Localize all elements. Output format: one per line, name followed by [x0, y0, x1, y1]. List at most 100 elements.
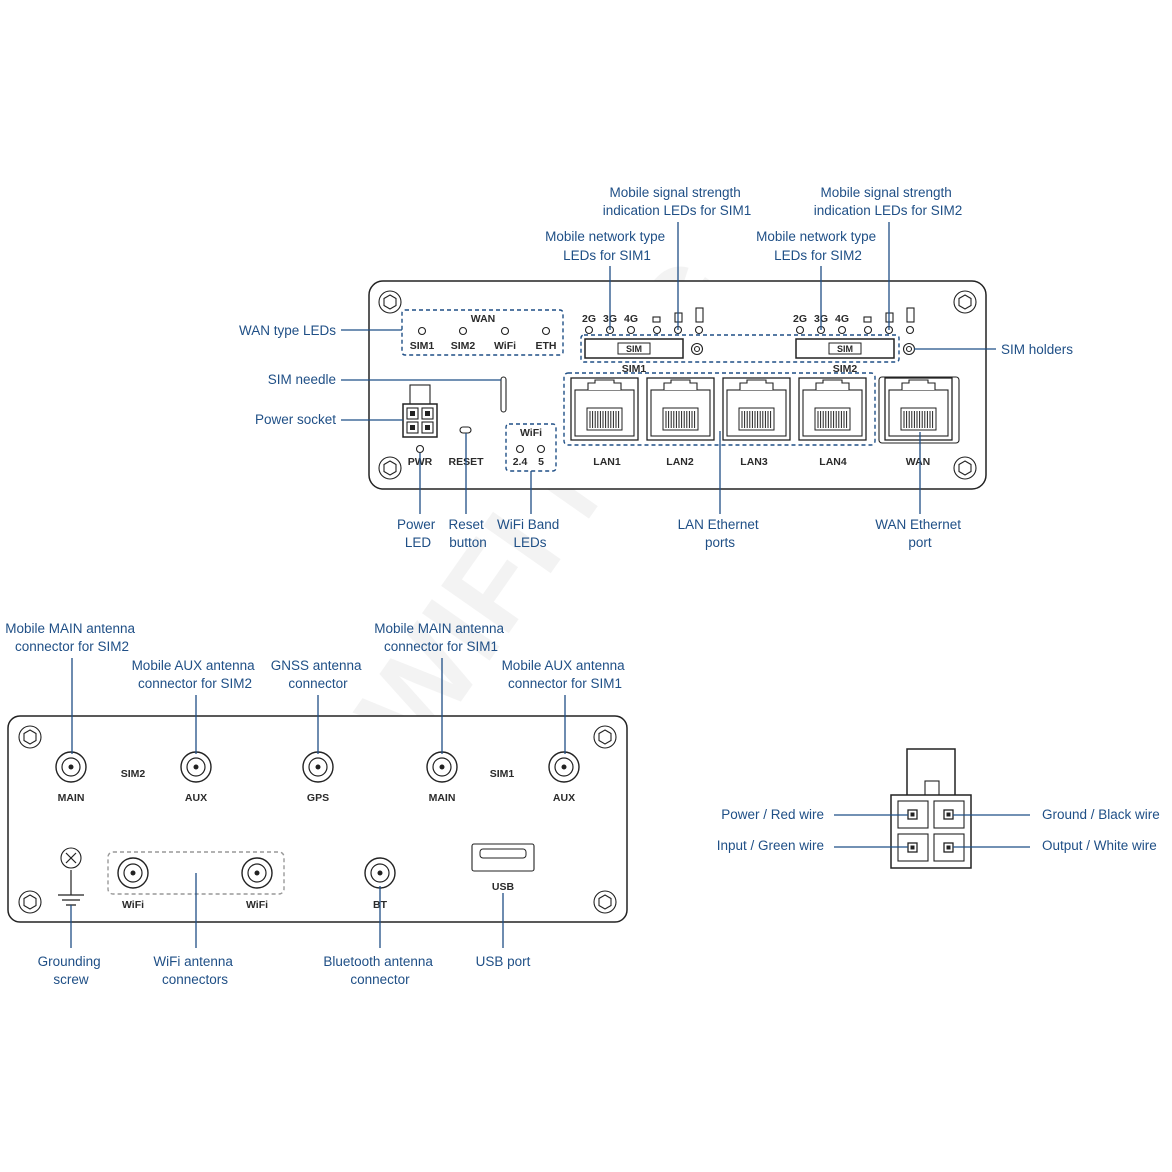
- power-led: [415, 444, 425, 454]
- callout-sim-holders: SIM holders: [1001, 342, 1073, 357]
- signal-bar-small-icon: [652, 316, 661, 323]
- lan-port-label: LAN3: [740, 456, 768, 468]
- callout-grounding: Grounding screw: [38, 954, 105, 987]
- callout-power-led: Power LED: [397, 517, 439, 550]
- front-screw-bl: [378, 456, 402, 480]
- wifi-band-label: 5: [538, 456, 544, 468]
- wan-led-label: SIM2: [451, 340, 476, 352]
- power-connector-pinout: Power / Red wire Ground / Black wire Inp…: [717, 748, 1160, 869]
- wan-port[interactable]: [884, 377, 953, 441]
- led-sim1: [626, 325, 636, 335]
- wifi-led-5: [536, 444, 546, 454]
- gps-connector[interactable]: [302, 751, 334, 783]
- callout-nettype-sim2: Mobile network type LEDs for SIM2: [756, 229, 880, 263]
- pin-input-label: Input / Green wire: [717, 838, 824, 853]
- wan-led-label: SIM1: [410, 340, 435, 352]
- pin-output-label: Output / White wire: [1042, 838, 1157, 853]
- callout-signal-sim1: Mobile signal strength indication LEDs f…: [603, 185, 752, 218]
- wifi-connector-1[interactable]: [117, 857, 149, 889]
- net-type-4g-sim1: 4G: [624, 313, 638, 325]
- net-type-4g-sim2: 4G: [835, 313, 849, 325]
- rear-gps-label: GPS: [307, 792, 329, 804]
- wan-led-label: WiFi: [494, 340, 516, 352]
- rear-panel: SIM2 SIM1 MAIN AUX GPS MAIN AUX WiFi WiF…: [7, 715, 628, 923]
- callout-main-sim2: Mobile MAIN antenna connector for SIM2: [5, 621, 139, 654]
- sim1-main-connector[interactable]: [426, 751, 458, 783]
- wan-led-sim2: [458, 326, 468, 336]
- callout-wan-port: WAN Ethernet port: [875, 517, 965, 550]
- sim2-aux-connector[interactable]: [180, 751, 212, 783]
- callout-wan-type-leds: WAN type LEDs: [239, 323, 336, 338]
- sim1-holder: SIM: [584, 338, 684, 359]
- callout-bluetooth: Bluetooth antenna connector: [323, 954, 436, 987]
- reset-button[interactable]: [459, 426, 472, 434]
- wan-led-group: [401, 309, 564, 356]
- wan-led-eth: [541, 326, 551, 336]
- rear-aux-label: AUX: [553, 792, 575, 804]
- rear-screw-tl: [18, 725, 42, 749]
- sim2-slot-label: SIM2: [833, 363, 858, 375]
- led-sim2: [905, 325, 915, 335]
- net-type-2g-sim2: 2G: [793, 313, 807, 325]
- lan-port-4[interactable]: [798, 377, 867, 441]
- front-screw-tr: [953, 290, 977, 314]
- rear-sim1-label: SIM1: [490, 768, 515, 780]
- svg-text:SIM: SIM: [837, 344, 853, 354]
- net-type-2g-sim1: 2G: [582, 313, 596, 325]
- callout-aux-sim1: Mobile AUX antenna connector for SIM1: [502, 658, 629, 691]
- sim1-eject-icon: [690, 342, 704, 356]
- rear-callouts: Mobile MAIN antenna connector for SIM2 M…: [5, 621, 629, 987]
- led-sim1: [694, 325, 704, 335]
- usb-port[interactable]: [471, 843, 535, 872]
- callout-gnss: GNSS antenna connector: [271, 658, 366, 691]
- sim2-main-connector[interactable]: [55, 751, 87, 783]
- pin-power-label: Power / Red wire: [721, 807, 824, 822]
- callout-wifi-band-leds: WiFi Band LEDs: [497, 517, 563, 550]
- callout-wifi-connectors: WiFi antenna connectors: [153, 954, 236, 987]
- front-callouts: Mobile signal strength indication LEDs f…: [239, 185, 1073, 550]
- rear-main-label: MAIN: [429, 792, 456, 804]
- lan-port-3[interactable]: [722, 377, 791, 441]
- lan-port-1[interactable]: [570, 377, 639, 441]
- rear-wifi-label: WiFi: [122, 899, 144, 911]
- callout-signal-sim2: Mobile signal strength indication LEDs f…: [814, 185, 963, 218]
- led-sim2: [837, 325, 847, 335]
- sim2-holder: SIM: [795, 338, 895, 359]
- lan-port-label: LAN1: [593, 456, 621, 468]
- callout-reset-button: Reset button: [448, 517, 487, 550]
- sim1-aux-connector[interactable]: [548, 751, 580, 783]
- lan-port-label: LAN2: [666, 456, 694, 468]
- signal-bar-tall-icon: [695, 307, 704, 323]
- sim-holders-group: [580, 334, 900, 363]
- wan-port-label: WAN: [906, 456, 931, 468]
- rear-screw-tr: [593, 725, 617, 749]
- wifi-band-label: 2.4: [513, 456, 528, 468]
- bt-connector[interactable]: [364, 857, 396, 889]
- wifi-connector-2[interactable]: [241, 857, 273, 889]
- rear-screw-bl: [18, 890, 42, 914]
- callout-power-socket: Power socket: [255, 412, 336, 427]
- callout-usb-port: USB port: [476, 954, 531, 969]
- wan-led-sim1: [417, 326, 427, 336]
- rear-usb-label: USB: [492, 881, 515, 893]
- rear-sim2-label: SIM2: [121, 768, 146, 780]
- signal-bar-tall-icon: [906, 307, 915, 323]
- lan-port-label: LAN4: [819, 456, 847, 468]
- wan-led-label: ETH: [536, 340, 557, 352]
- wifi-band-led-group: [505, 423, 557, 472]
- front-screw-tl: [378, 290, 402, 314]
- rear-aux-label: AUX: [185, 792, 207, 804]
- front-panel: WAN SIM1 SIM2 WiFi ETH 2G 3G 4G 2G 3G 4G: [368, 280, 987, 490]
- callout-main-sim1: Mobile MAIN antenna connector for SIM1: [374, 621, 508, 654]
- wan-led-title: WAN: [471, 313, 496, 325]
- led-sim2: [863, 325, 873, 335]
- callout-sim-needle: SIM needle: [268, 372, 336, 387]
- callout-nettype-sim1: Mobile network type LEDs for SIM1: [545, 229, 669, 263]
- pin-ground-label: Ground / Black wire: [1042, 807, 1160, 822]
- rear-main-label: MAIN: [58, 792, 85, 804]
- grounding-screw-icon: [58, 847, 84, 906]
- signal-bar-small-icon: [863, 316, 872, 323]
- lan-port-2[interactable]: [646, 377, 715, 441]
- rear-screw-br: [593, 890, 617, 914]
